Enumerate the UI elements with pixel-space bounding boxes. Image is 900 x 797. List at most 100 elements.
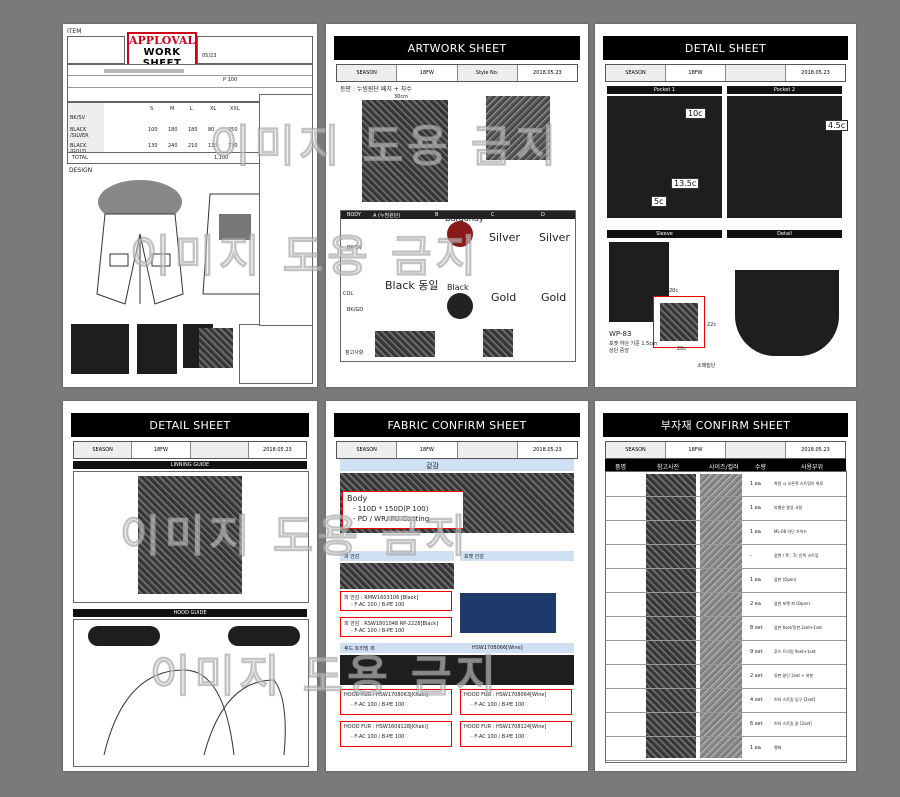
trim-qty: 2 set (750, 673, 763, 679)
qty-cell: 240 (168, 143, 178, 149)
dim: 18c (639, 316, 649, 322)
fur3-box: HOOD FUR : HSW1609128[Khaki] - F-AC 100 … (340, 721, 452, 747)
dim: 20c (677, 346, 687, 352)
trim-use: 허리 스트링 입구 [2set] (774, 697, 816, 702)
measure-tag: 10c (685, 108, 706, 119)
fabric1-box: 피 안감 : RMW1603106 [Black] - F-AC 100 / B… (340, 591, 452, 611)
qty-cell: 130 (208, 143, 218, 149)
hood-trim-code: HSW1708066[Wine] (472, 645, 523, 651)
silver-label: Silver (539, 231, 570, 244)
row-divider (606, 592, 846, 593)
row-divider (606, 544, 846, 545)
header-info-grid: 05/23 (197, 36, 313, 64)
hood-guide-label: HOOD GUIDE (73, 609, 307, 617)
col-name: 품명 (615, 464, 627, 471)
trim-qty: 8 set (750, 625, 763, 631)
lining-guide-label: LINNING GUIDE (73, 461, 307, 469)
spacer (190, 442, 249, 458)
body-spec: - 110D * 150D(P 100) (353, 505, 429, 513)
trim-qty: 1 ea (750, 481, 761, 487)
col-d: D (541, 212, 545, 218)
season-label: SEASON (606, 65, 666, 81)
detail-sheet-title: DETAIL SHEET (71, 413, 309, 437)
row-divider (606, 520, 846, 521)
trim-qty: 1 ea (750, 745, 761, 751)
season-value: 18FW (132, 442, 191, 458)
fur1-box: HOOD FUR : HSW1708063[Khaki] - F-AC 100 … (340, 689, 452, 715)
fabric2-box: 피 안감 : RSW1801048 RP-2228[Black] - F-AC … (340, 617, 452, 637)
fur-spec: - F-AC 100 / B-PE 100 (471, 734, 525, 740)
dim: 소매밑단 (697, 363, 716, 369)
work-sheet-title: WORK SHEET (143, 47, 181, 69)
sleeve-label: Sleeve (607, 230, 722, 238)
col-b: B (435, 212, 439, 218)
season-row: SEASON 18FW Style No. 2018.05.23 (336, 64, 578, 82)
row-divider (606, 640, 846, 641)
gold-label: Gold (491, 291, 517, 304)
season-row: SEASON 18FW 2018.05.23 (336, 441, 578, 459)
row-divider (606, 496, 846, 497)
trim-use: 앞판 6set/뒷판 2set+1set (774, 625, 822, 630)
dim: 20c (669, 288, 679, 294)
qty-cell: 730 (228, 143, 238, 149)
season-label: SEASON (74, 442, 133, 458)
color-bksv: BK/SV (70, 115, 85, 121)
size-xxl: XXL (230, 106, 240, 112)
row-bkgd: BK/GD (347, 307, 364, 313)
row-divider (606, 760, 846, 761)
design-label: DESIGN (69, 167, 93, 174)
detail-sheet-page: DETAIL SHEET SEASON 18FW 2018.05.23 Pock… (595, 24, 856, 387)
jacket-sketch (85, 174, 195, 314)
trim-use: ML-06 하단 가이드 (774, 529, 808, 534)
season-row: SEASON 18FW 2018.05.23 (605, 441, 846, 459)
col-size: 사이즈/컬러 (709, 464, 739, 471)
col-a: A (누빔원단) (373, 213, 401, 219)
body-spec: - PD / WR/ PU Coating (353, 515, 430, 523)
artwork-table: BODY A (누빔원단) B C D BK/SV COL BK/GD 참고사항… (340, 210, 576, 362)
fabric1: 피 안감 : RMW1603106 [Black] (344, 595, 419, 601)
col-c: C (491, 212, 495, 218)
fur2: HOOD FUR : HSW1708064[Wine] (464, 692, 547, 698)
watermark: 이미지 도용 금지 (210, 121, 560, 173)
measure-tag: 13.5c (671, 178, 700, 189)
patch-width: 30cm (394, 94, 408, 100)
fabric-confirm-page: FABRIC CONFIRM SHEET SEASON 18FW 2018.05… (326, 401, 588, 771)
trim-qty: 1 ea (750, 577, 761, 583)
trim-qty: 2 ea (750, 601, 761, 607)
col-qty: 수량 (755, 464, 767, 471)
season-row: SEASON 18FW 2018.05.23 (73, 441, 307, 459)
fabric-swatch (199, 328, 233, 368)
row-divider (606, 616, 846, 617)
quilted-patch (362, 100, 448, 202)
watermark: 이미지 도용 금지 (150, 651, 500, 703)
detail-photo (735, 270, 839, 356)
trims-confirm-page: 부자재 CONFIRM SHEET SEASON 18FW 2018.05.23… (595, 401, 856, 771)
hood-fur-photo (340, 655, 574, 685)
rose-embroidery (447, 221, 473, 247)
trim-use: 뒷판 밑단 2set + 여분 (774, 673, 814, 678)
pocket2-label: Pocket 2 (727, 86, 842, 94)
table-header: BODY A (누빔원단) B C D (341, 211, 575, 219)
qty-cell: 250 (228, 127, 238, 133)
lining-label: 피 안감 (344, 554, 360, 560)
fur4-box: HOOD FUR : HSW1708124[Wine] - F-AC 100 /… (460, 721, 572, 747)
patch-swatch (660, 303, 698, 341)
size-l: L (190, 106, 193, 112)
pocket2-photo (727, 96, 842, 218)
qty-cell: 210 (188, 143, 198, 149)
fabric2: 피 안감 : RSW1801048 RP-2228[Black] (344, 621, 439, 627)
watermark: 이미지 도용 금지 (120, 511, 470, 563)
sleeve-patch-box (653, 296, 705, 348)
measure-tag: 4.5c (825, 120, 849, 131)
sheet-date: 2018.05.23 (517, 65, 577, 81)
pocket1-label: Pocket 1 (607, 86, 722, 94)
gold-label: Gold (541, 291, 567, 304)
size-xl: XL (210, 106, 217, 112)
fabric2-spec: - F-AC 100 / B-PE 100 (351, 628, 405, 634)
season-value: 18FW (666, 65, 726, 81)
hood-trim-bar: 후드 트리밍 퍼 HSW1708066[Wine] (340, 643, 574, 653)
fur-spec: - F-AC 100 / B-PE 100 (351, 734, 405, 740)
row-divider (606, 712, 846, 713)
divider (68, 75, 312, 76)
trim-qty: 4 set (750, 697, 763, 703)
